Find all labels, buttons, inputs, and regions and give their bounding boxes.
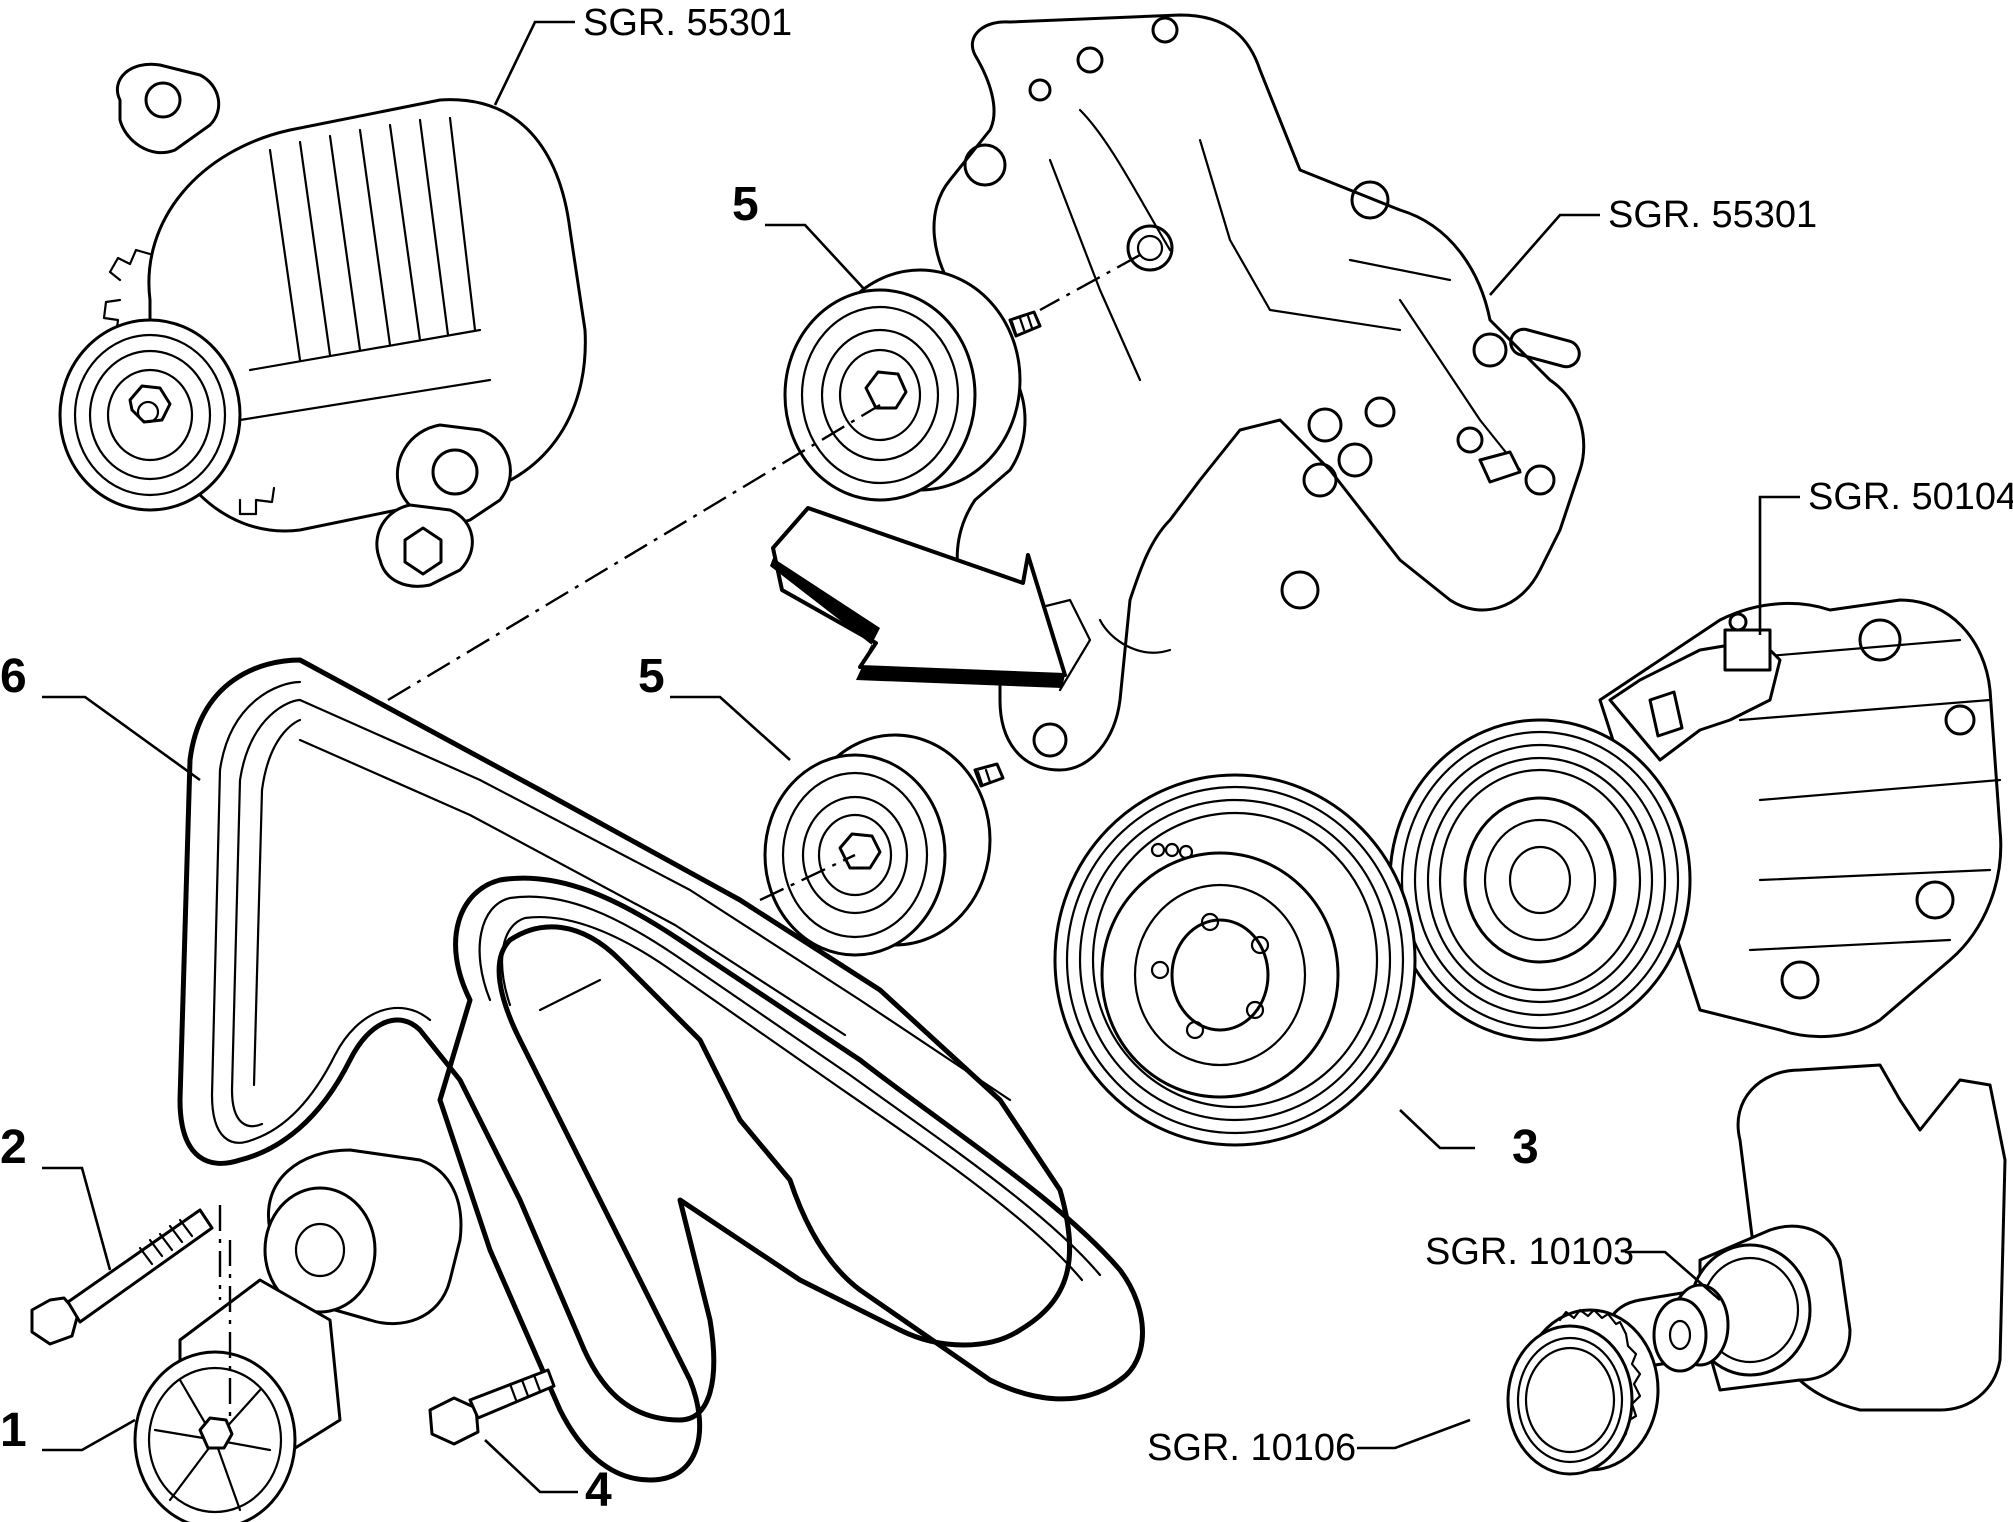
ref-crankshaft: SGR. 10103 bbox=[1425, 1231, 1634, 1273]
ac-compressor bbox=[1388, 598, 2003, 1042]
direction-arrow bbox=[770, 506, 1067, 688]
callout-6: 6 bbox=[0, 650, 27, 703]
crankshaft bbox=[1604, 1063, 2007, 1412]
callout-numbers: 5 5 6 2 1 3 4 bbox=[0, 178, 1539, 1517]
timing-sprocket bbox=[1506, 1308, 1660, 1476]
idler-pulley-lower bbox=[763, 733, 1005, 957]
ref-alternator: SGR. 55301 bbox=[583, 2, 792, 44]
pulley-bolt bbox=[428, 1368, 556, 1446]
ref-compressor: SGR. 50104 bbox=[1808, 476, 2013, 518]
alternator bbox=[58, 62, 587, 588]
callout-3: 3 bbox=[1512, 1121, 1539, 1174]
poly-v-belt bbox=[177, 657, 1145, 1483]
callout-2: 2 bbox=[0, 1121, 27, 1174]
center-lines bbox=[218, 253, 1141, 1420]
belt-tensioner bbox=[133, 1148, 463, 1522]
ref-bracket: SGR. 55301 bbox=[1608, 194, 1817, 236]
callout-1: 1 bbox=[0, 1404, 27, 1457]
callout-4: 4 bbox=[585, 1464, 612, 1517]
ref-sprocket: SGR. 10106 bbox=[1147, 1427, 1356, 1469]
callout-5-lower: 5 bbox=[638, 650, 665, 703]
leader-lines bbox=[42, 20, 1800, 1494]
crankshaft-pulley bbox=[1053, 773, 1417, 1147]
tensioner-bolt bbox=[30, 1208, 214, 1346]
callout-5-upper: 5 bbox=[732, 178, 759, 231]
reference-labels: SGR. 55301 SGR. 55301 SGR. 50104 SGR. 10… bbox=[583, 2, 2013, 1469]
idler-pulley-upper bbox=[783, 268, 1042, 502]
